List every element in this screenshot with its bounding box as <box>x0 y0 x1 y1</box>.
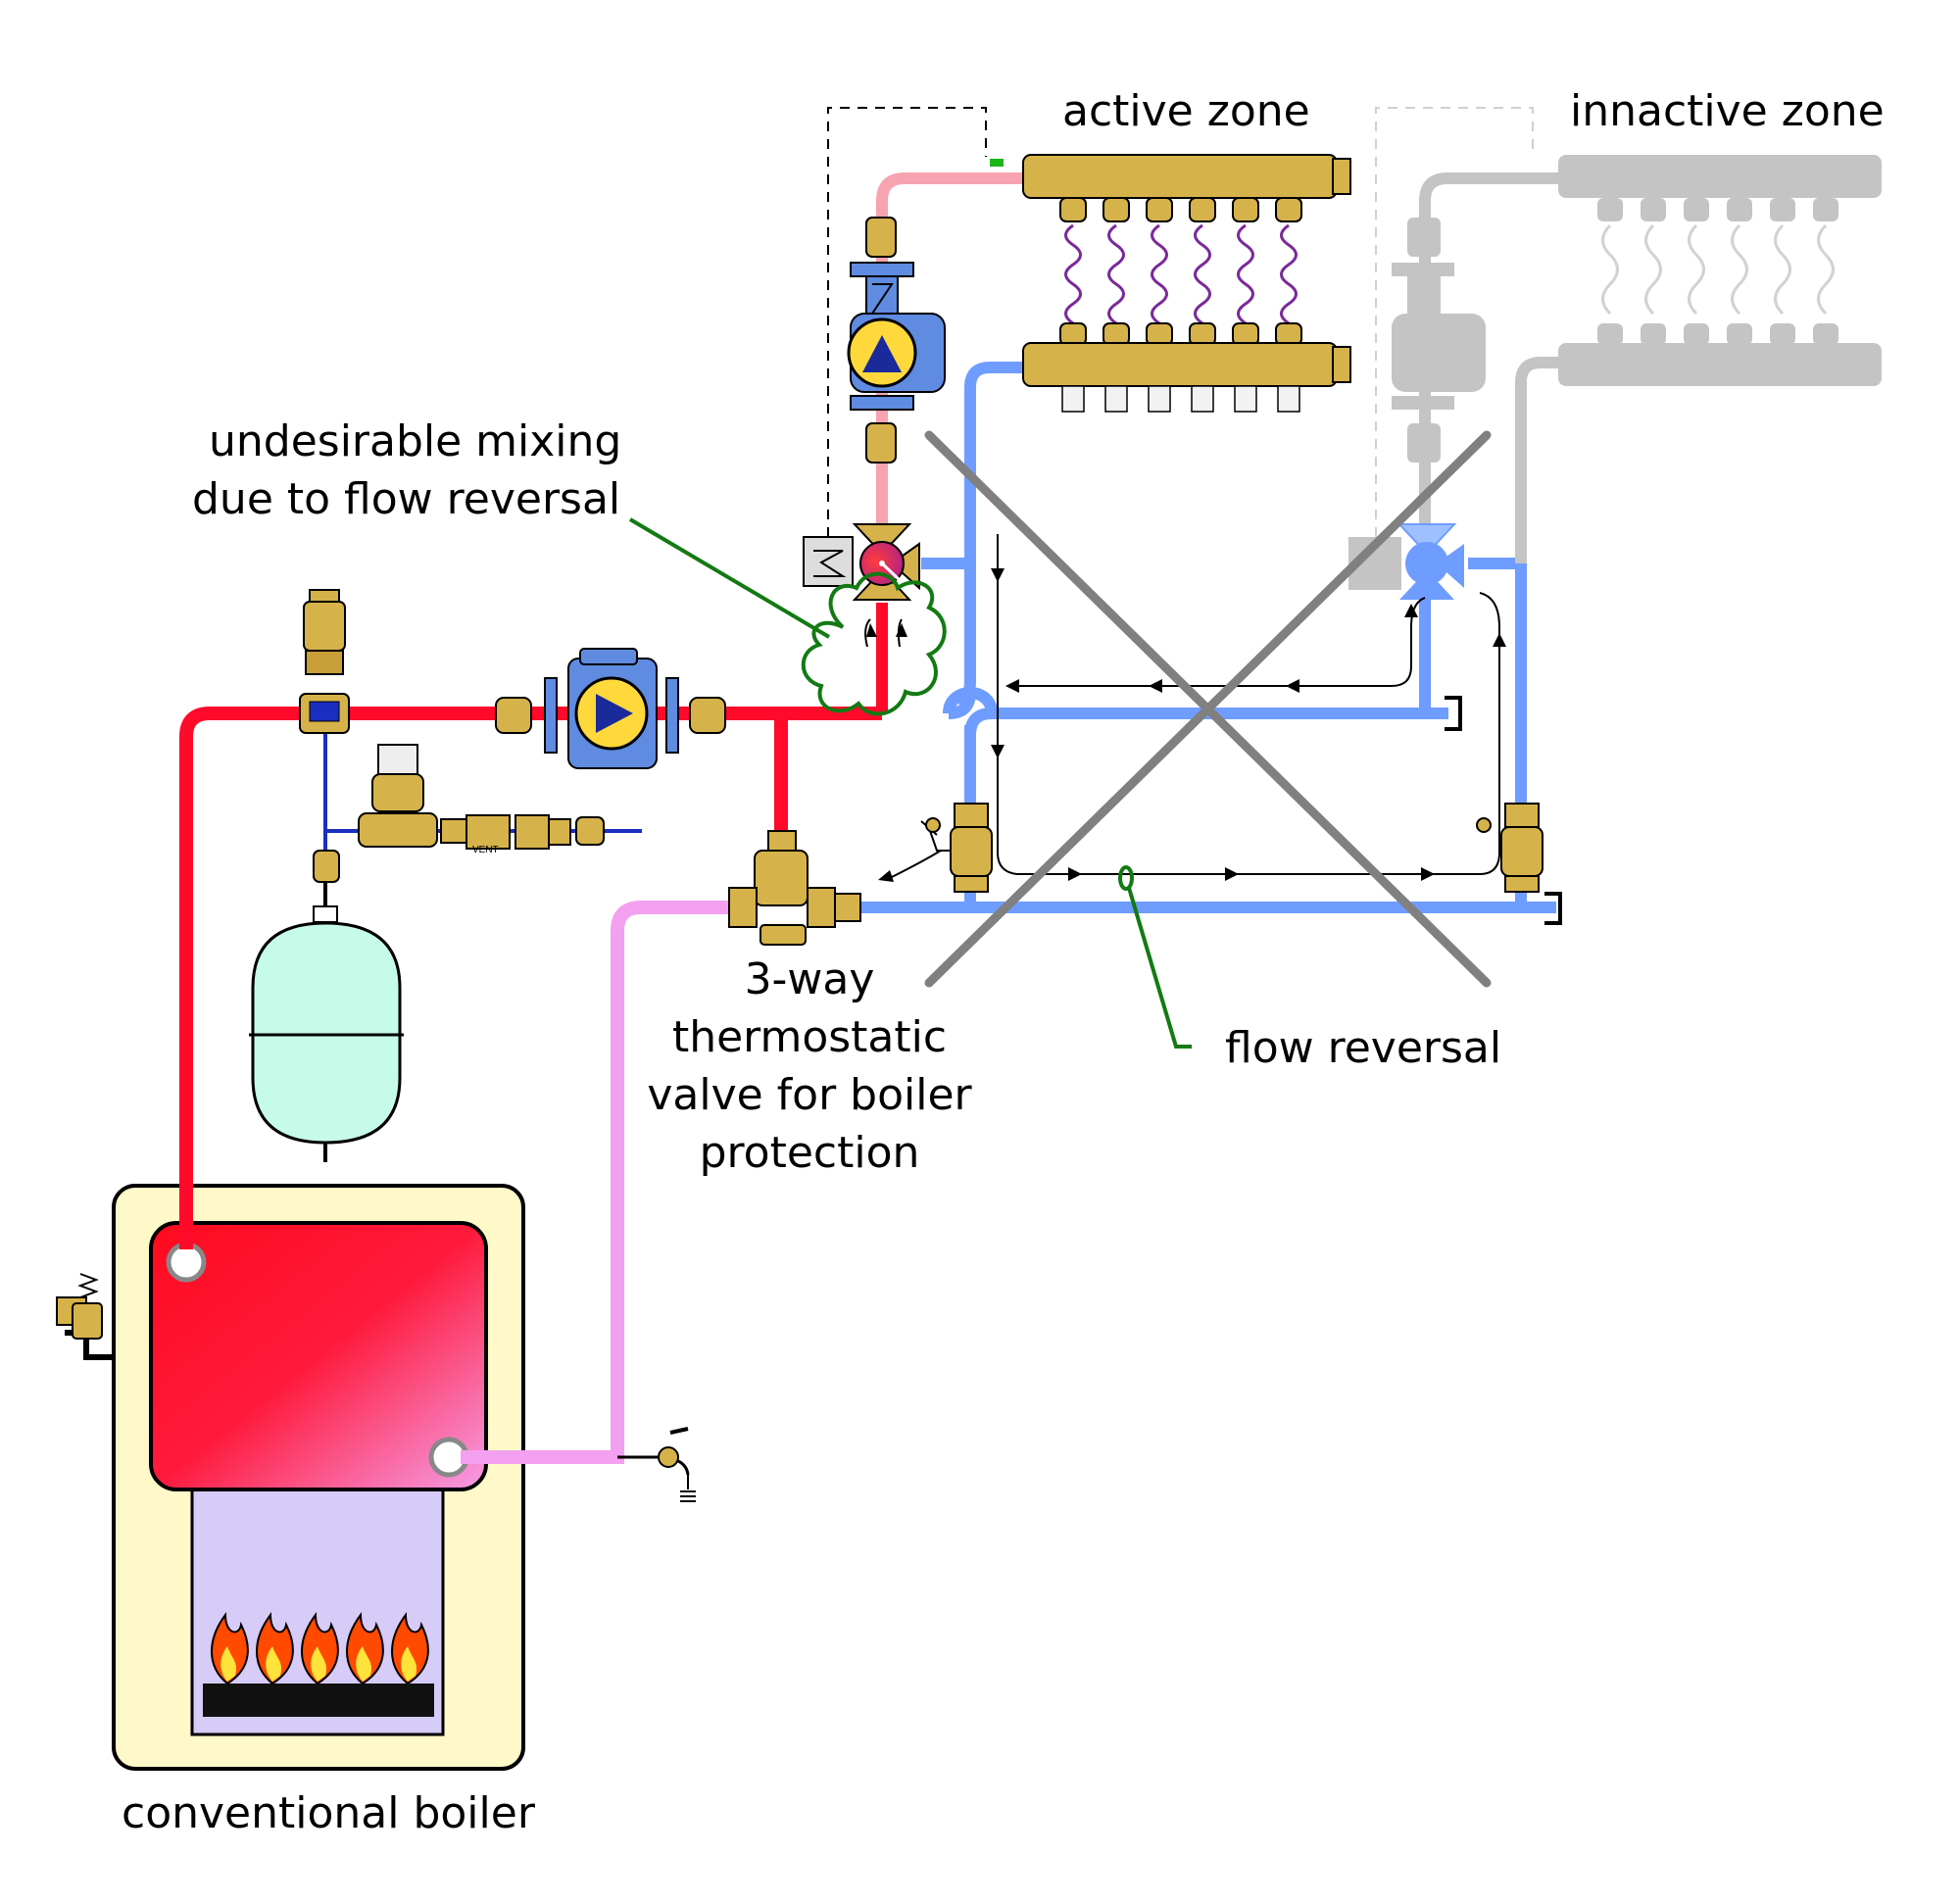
vent-tag: VENT <box>472 845 499 855</box>
burner <box>203 1684 434 1717</box>
drain-valve-icon <box>617 1427 696 1502</box>
active-zone-return-riser <box>956 362 1029 710</box>
active-floor-loops <box>1064 223 1298 325</box>
expansion-tank-icon <box>249 862 404 1162</box>
valve-label-line3: valve for boiler <box>647 1070 972 1120</box>
flow-arrows <box>864 534 1500 878</box>
flow-reversal-label: flow reversal <box>1225 1023 1501 1073</box>
burner-flame-icon <box>211 1612 429 1685</box>
thermostat-wire <box>827 107 987 537</box>
crossed-out-overlay <box>924 430 1492 988</box>
mixing-label-line2: due to flow reversal <box>192 474 620 524</box>
zone-pump-icon <box>847 217 946 464</box>
inactive-zone-equipment <box>1348 107 1882 600</box>
pressure-reducing-valve: VENT <box>358 744 605 855</box>
conventional-boiler <box>56 1184 525 1771</box>
active-zone-label: active zone <box>1062 86 1310 136</box>
mixing-cloud <box>628 517 947 716</box>
balancing-valve-right <box>1476 803 1544 893</box>
active-supply-manifold <box>990 154 1351 222</box>
supply-port <box>166 1242 207 1283</box>
flow-arrowheads <box>866 568 1506 882</box>
zone-supply-pipe <box>876 172 1029 544</box>
active-return-manifold <box>1022 322 1351 413</box>
relief-valve-icon <box>56 1273 112 1360</box>
actuator-icon <box>803 536 854 587</box>
lower-header-cap <box>1544 892 1562 925</box>
upper-header-cap <box>1445 696 1462 731</box>
heat-exchanger <box>149 1221 488 1491</box>
air-vent-icon <box>299 589 350 734</box>
inactive-zone-label: innactive zone <box>1570 86 1885 136</box>
boiler-return-pipe <box>461 901 729 1464</box>
valve-label-line4: protection <box>700 1128 920 1178</box>
thermostatic-valve-icon <box>728 830 861 946</box>
inactive-supply-pipe <box>1419 172 1558 549</box>
boiler-label: conventional boiler <box>122 1788 536 1838</box>
valve-label-line2: thermostatic <box>672 1012 947 1062</box>
flow-reversal-pointer <box>1118 865 1192 1049</box>
inactive-return-pipe <box>1515 357 1568 563</box>
valve-label-line1: 3-way <box>745 954 875 1004</box>
balancing-valve-left <box>920 803 993 893</box>
mixing-label-line1: undesirable mixing <box>209 416 621 466</box>
makeup-isolation-valve <box>313 850 340 883</box>
mixing-valve-icon <box>803 523 920 601</box>
boiler-supply-pipe <box>179 707 882 1249</box>
boiler-pump-icon <box>495 648 726 769</box>
upper-crossover-jump <box>943 687 998 714</box>
